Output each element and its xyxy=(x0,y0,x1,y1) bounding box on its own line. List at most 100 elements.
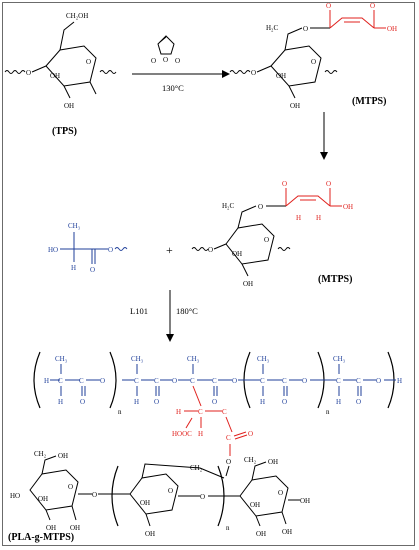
svg-text:n: n xyxy=(326,408,330,416)
svg-text:H: H xyxy=(44,377,49,385)
svg-text:CH₂OH: CH₂OH xyxy=(66,12,88,20)
svg-text:OH: OH xyxy=(232,250,242,258)
svg-text:CH₃: CH₃ xyxy=(333,355,346,363)
svg-text:O: O xyxy=(258,203,263,211)
plus-sign: + xyxy=(166,243,173,257)
svg-text:HO: HO xyxy=(48,246,58,254)
svg-text:CH₃: CH₃ xyxy=(257,355,270,363)
svg-text:O: O xyxy=(370,2,375,10)
svg-text:C: C xyxy=(190,377,195,385)
svg-text:O: O xyxy=(90,266,95,274)
svg-text:H: H xyxy=(316,214,321,222)
svg-text:OH: OH xyxy=(300,497,310,505)
svg-text:OH: OH xyxy=(343,203,353,211)
svg-text:O: O xyxy=(264,236,269,244)
svg-text:O: O xyxy=(163,56,168,64)
svg-text:O: O xyxy=(278,489,283,497)
svg-text:O: O xyxy=(311,58,316,66)
svg-text:OH: OH xyxy=(64,102,74,110)
step1-temperature: 130°C xyxy=(162,83,184,93)
product-label: (PLA-g-MTPS) xyxy=(8,532,74,543)
svg-text:O: O xyxy=(326,180,331,188)
svg-text:H: H xyxy=(296,214,301,222)
svg-text:O: O xyxy=(232,377,237,385)
svg-text:O: O xyxy=(154,398,159,406)
svg-text:CH₃: CH₃ xyxy=(55,355,68,363)
diagram-frame xyxy=(2,2,415,546)
svg-text:H: H xyxy=(336,398,341,406)
svg-text:OH: OH xyxy=(140,499,150,507)
graft-branch: H C H HOOC C C O O xyxy=(172,385,253,477)
svg-text:O: O xyxy=(86,58,91,66)
svg-text:OH: OH xyxy=(58,452,68,460)
svg-text:C: C xyxy=(58,377,63,385)
svg-text:H: H xyxy=(71,264,76,272)
svg-text:O: O xyxy=(251,69,256,77)
svg-text:CH₃: CH₃ xyxy=(187,355,200,363)
step2-catalyst: L101 xyxy=(130,306,148,316)
svg-text:n: n xyxy=(118,408,122,416)
svg-text:O: O xyxy=(172,377,177,385)
pla-backbone: H C CH₃ H C O O n C CH₃ H C O O C CH₃ C xyxy=(33,351,402,416)
svg-text:CH₃: CH₃ xyxy=(68,222,81,230)
tps-label: (TPS) xyxy=(52,126,77,137)
pla-structure: HO CH₃ H O O xyxy=(48,222,128,274)
svg-text:C: C xyxy=(79,377,84,385)
svg-text:O: O xyxy=(175,57,180,65)
svg-text:HO: HO xyxy=(10,492,20,500)
svg-text:O: O xyxy=(80,398,85,406)
svg-text:O: O xyxy=(248,430,253,438)
svg-text:C: C xyxy=(222,408,227,416)
mtps-label-top: (MTPS) xyxy=(352,96,386,107)
svg-text:H₂C: H₂C xyxy=(266,24,278,32)
svg-text:O: O xyxy=(376,377,381,385)
svg-text:C: C xyxy=(198,408,203,416)
svg-text:H: H xyxy=(58,398,63,406)
svg-text:OH: OH xyxy=(50,72,60,80)
svg-text:O: O xyxy=(303,25,308,33)
svg-text:O: O xyxy=(26,69,31,77)
svg-text:C: C xyxy=(212,377,217,385)
svg-text:O: O xyxy=(282,398,287,406)
svg-text:O: O xyxy=(100,377,105,385)
svg-text:O: O xyxy=(168,487,173,495)
svg-text:C: C xyxy=(226,434,231,442)
svg-text:C: C xyxy=(336,377,341,385)
svg-text:O: O xyxy=(356,398,361,406)
svg-text:OH: OH xyxy=(256,530,266,538)
mtps-label-middle: (MTPS) xyxy=(318,274,352,285)
svg-text:O: O xyxy=(226,458,231,466)
svg-text:C: C xyxy=(260,377,265,385)
svg-text:CH₂: CH₂ xyxy=(34,450,47,458)
svg-text:H: H xyxy=(260,398,265,406)
svg-text:OH: OH xyxy=(250,501,260,509)
svg-text:OH: OH xyxy=(268,458,278,466)
svg-text:O: O xyxy=(68,483,73,491)
svg-text:C: C xyxy=(154,377,159,385)
svg-text:O: O xyxy=(108,246,113,254)
arrow-step-1: 130°C xyxy=(132,70,230,93)
svg-text:C: C xyxy=(282,377,287,385)
svg-text:H: H xyxy=(397,377,402,385)
svg-text:O: O xyxy=(302,377,307,385)
svg-text:CH₃: CH₃ xyxy=(131,355,144,363)
svg-text:CH₂: CH₂ xyxy=(190,464,203,472)
maleic-anhydride: O O O xyxy=(151,35,180,65)
svg-text:O: O xyxy=(282,180,287,188)
svg-text:C: C xyxy=(356,377,361,385)
svg-text:C: C xyxy=(134,377,139,385)
svg-text:O: O xyxy=(151,57,156,65)
svg-text:H: H xyxy=(176,408,181,416)
svg-text:OH: OH xyxy=(387,25,397,33)
tps-structure: O CH₂OH O OH OH (TPS) xyxy=(4,12,117,137)
svg-text:H₂C: H₂C xyxy=(222,202,234,210)
svg-text:O: O xyxy=(208,246,213,254)
mtps-structure-top: O H₂C O O O OH O OH OH (MTPS) xyxy=(229,2,397,110)
svg-text:H: H xyxy=(134,398,139,406)
svg-text:n: n xyxy=(226,524,230,532)
svg-text:HOOC: HOOC xyxy=(172,430,192,438)
arrow-down xyxy=(320,112,328,160)
step2-temperature: 180°C xyxy=(176,306,198,316)
svg-text:H: H xyxy=(198,430,203,438)
